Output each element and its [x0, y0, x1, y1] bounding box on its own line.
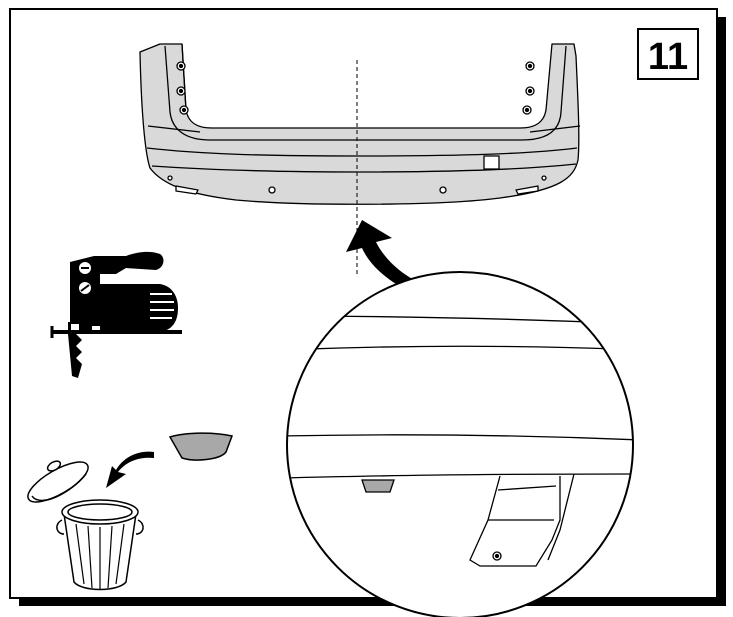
curved-arrow-icon	[346, 220, 422, 296]
rear-bumper	[139, 43, 581, 205]
step-number: 11	[648, 36, 688, 78]
removed-cover-part	[168, 432, 234, 461]
trash-bin-icon	[27, 460, 144, 591]
discard-arrow-icon	[106, 451, 154, 488]
step-number-box: 11	[637, 28, 699, 80]
jigsaw-icon	[50, 251, 182, 378]
detail-view	[286, 271, 634, 617]
